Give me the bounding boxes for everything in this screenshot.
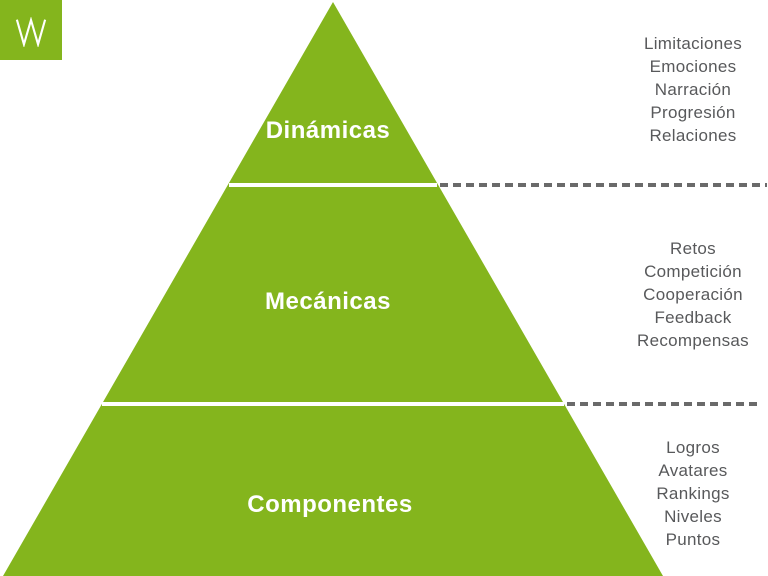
list-item: Logros	[666, 438, 720, 457]
list-item: Narración	[654, 80, 732, 99]
list-item: Feedback	[654, 308, 732, 327]
list-item: Puntos	[665, 530, 721, 549]
list-item: Rankings	[656, 484, 730, 503]
level-label-mecanicas: Mecánicas	[265, 288, 391, 315]
logo-badge	[0, 0, 62, 60]
list-item: Retos	[670, 239, 716, 258]
logo-w-icon	[15, 17, 47, 47]
list-item: Recompensas	[637, 331, 749, 350]
level-label-componentes: Componentes	[247, 491, 413, 518]
list-item: Emociones	[649, 57, 737, 76]
list-item: Competición	[644, 262, 742, 281]
list-item: Niveles	[664, 507, 722, 526]
pyramid-shape	[3, 2, 663, 576]
list-item: Progresión	[650, 103, 736, 122]
level-items-componentes: Logros Avatares Rankings Niveles Puntos	[593, 436, 768, 551]
level-items-mecanicas: Retos Competición Cooperación Feedback R…	[593, 237, 768, 352]
list-item: Cooperación	[643, 285, 743, 304]
list-item: Limitaciones	[643, 34, 743, 53]
level-items-dinamicas: Limitaciones Emociones Narración Progres…	[593, 32, 768, 147]
list-item: Relaciones	[649, 126, 737, 145]
list-item: Avatares	[658, 461, 728, 480]
level-label-dinamicas: Dinámicas	[265, 117, 391, 144]
